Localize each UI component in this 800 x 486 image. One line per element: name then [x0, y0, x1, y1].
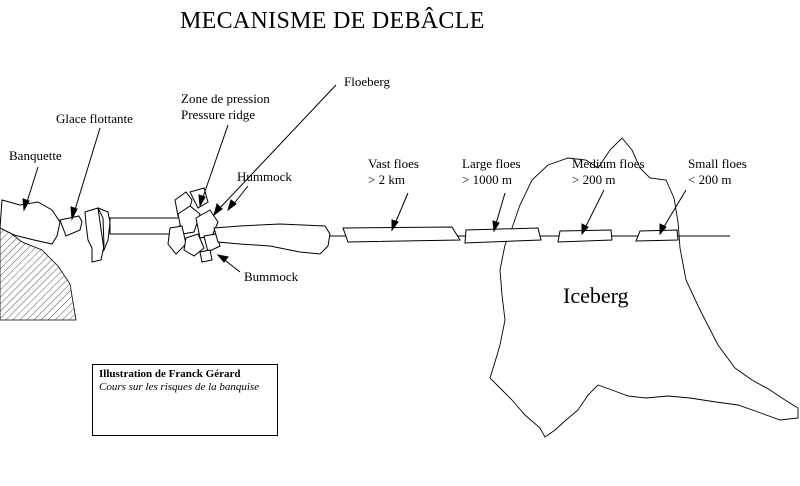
diagram-title: MECANISME DE DEBÂCLE [180, 8, 485, 34]
label-vast-floes: Vast floes [368, 156, 419, 171]
glace-flottante-piece [59, 215, 83, 237]
credit-author: Illustration de Franck Gérard [99, 368, 241, 380]
banquette-block [0, 199, 61, 245]
label-bummock: Bummock [244, 269, 299, 284]
pointer-arrows [22, 84, 687, 273]
label-pressure-ridge: Pressure ridge [181, 107, 256, 122]
label-hummock: Hummock [237, 169, 292, 184]
credit-box: Illustration de Franck Gérard Cours sur … [92, 364, 278, 436]
label-iceberg: Iceberg [563, 283, 629, 308]
label-medium-floes: Medium floes [572, 156, 645, 171]
label-banquette: Banquette [9, 148, 62, 163]
label-large-floes-size: > 1000 m [462, 172, 512, 187]
label-glace-flottante: Glace flottante [56, 111, 133, 126]
label-medium-floes-size: > 200 m [572, 172, 616, 187]
rafted-plates [84, 207, 111, 263]
credit-course: Cours sur les risques de la banquise [99, 381, 260, 393]
pressure-ridge-cluster [167, 187, 221, 263]
vast-floe [342, 226, 461, 243]
label-zone-de-pression: Zone de pression [181, 91, 270, 106]
label-large-floes: Large floes [462, 156, 521, 171]
label-vast-floes-size: > 2 km [368, 172, 405, 187]
label-floeberg: Floeberg [344, 74, 390, 89]
iceberg-outline [489, 137, 799, 438]
ice-sheet-right-of-ridge [213, 223, 331, 255]
medium-floe [557, 229, 613, 243]
small-floe [635, 229, 679, 242]
label-small-floes-size: < 200 m [688, 172, 732, 187]
label-small-floes: Small floes [688, 156, 747, 171]
shore-hatched [0, 224, 77, 321]
large-floe [464, 227, 542, 244]
